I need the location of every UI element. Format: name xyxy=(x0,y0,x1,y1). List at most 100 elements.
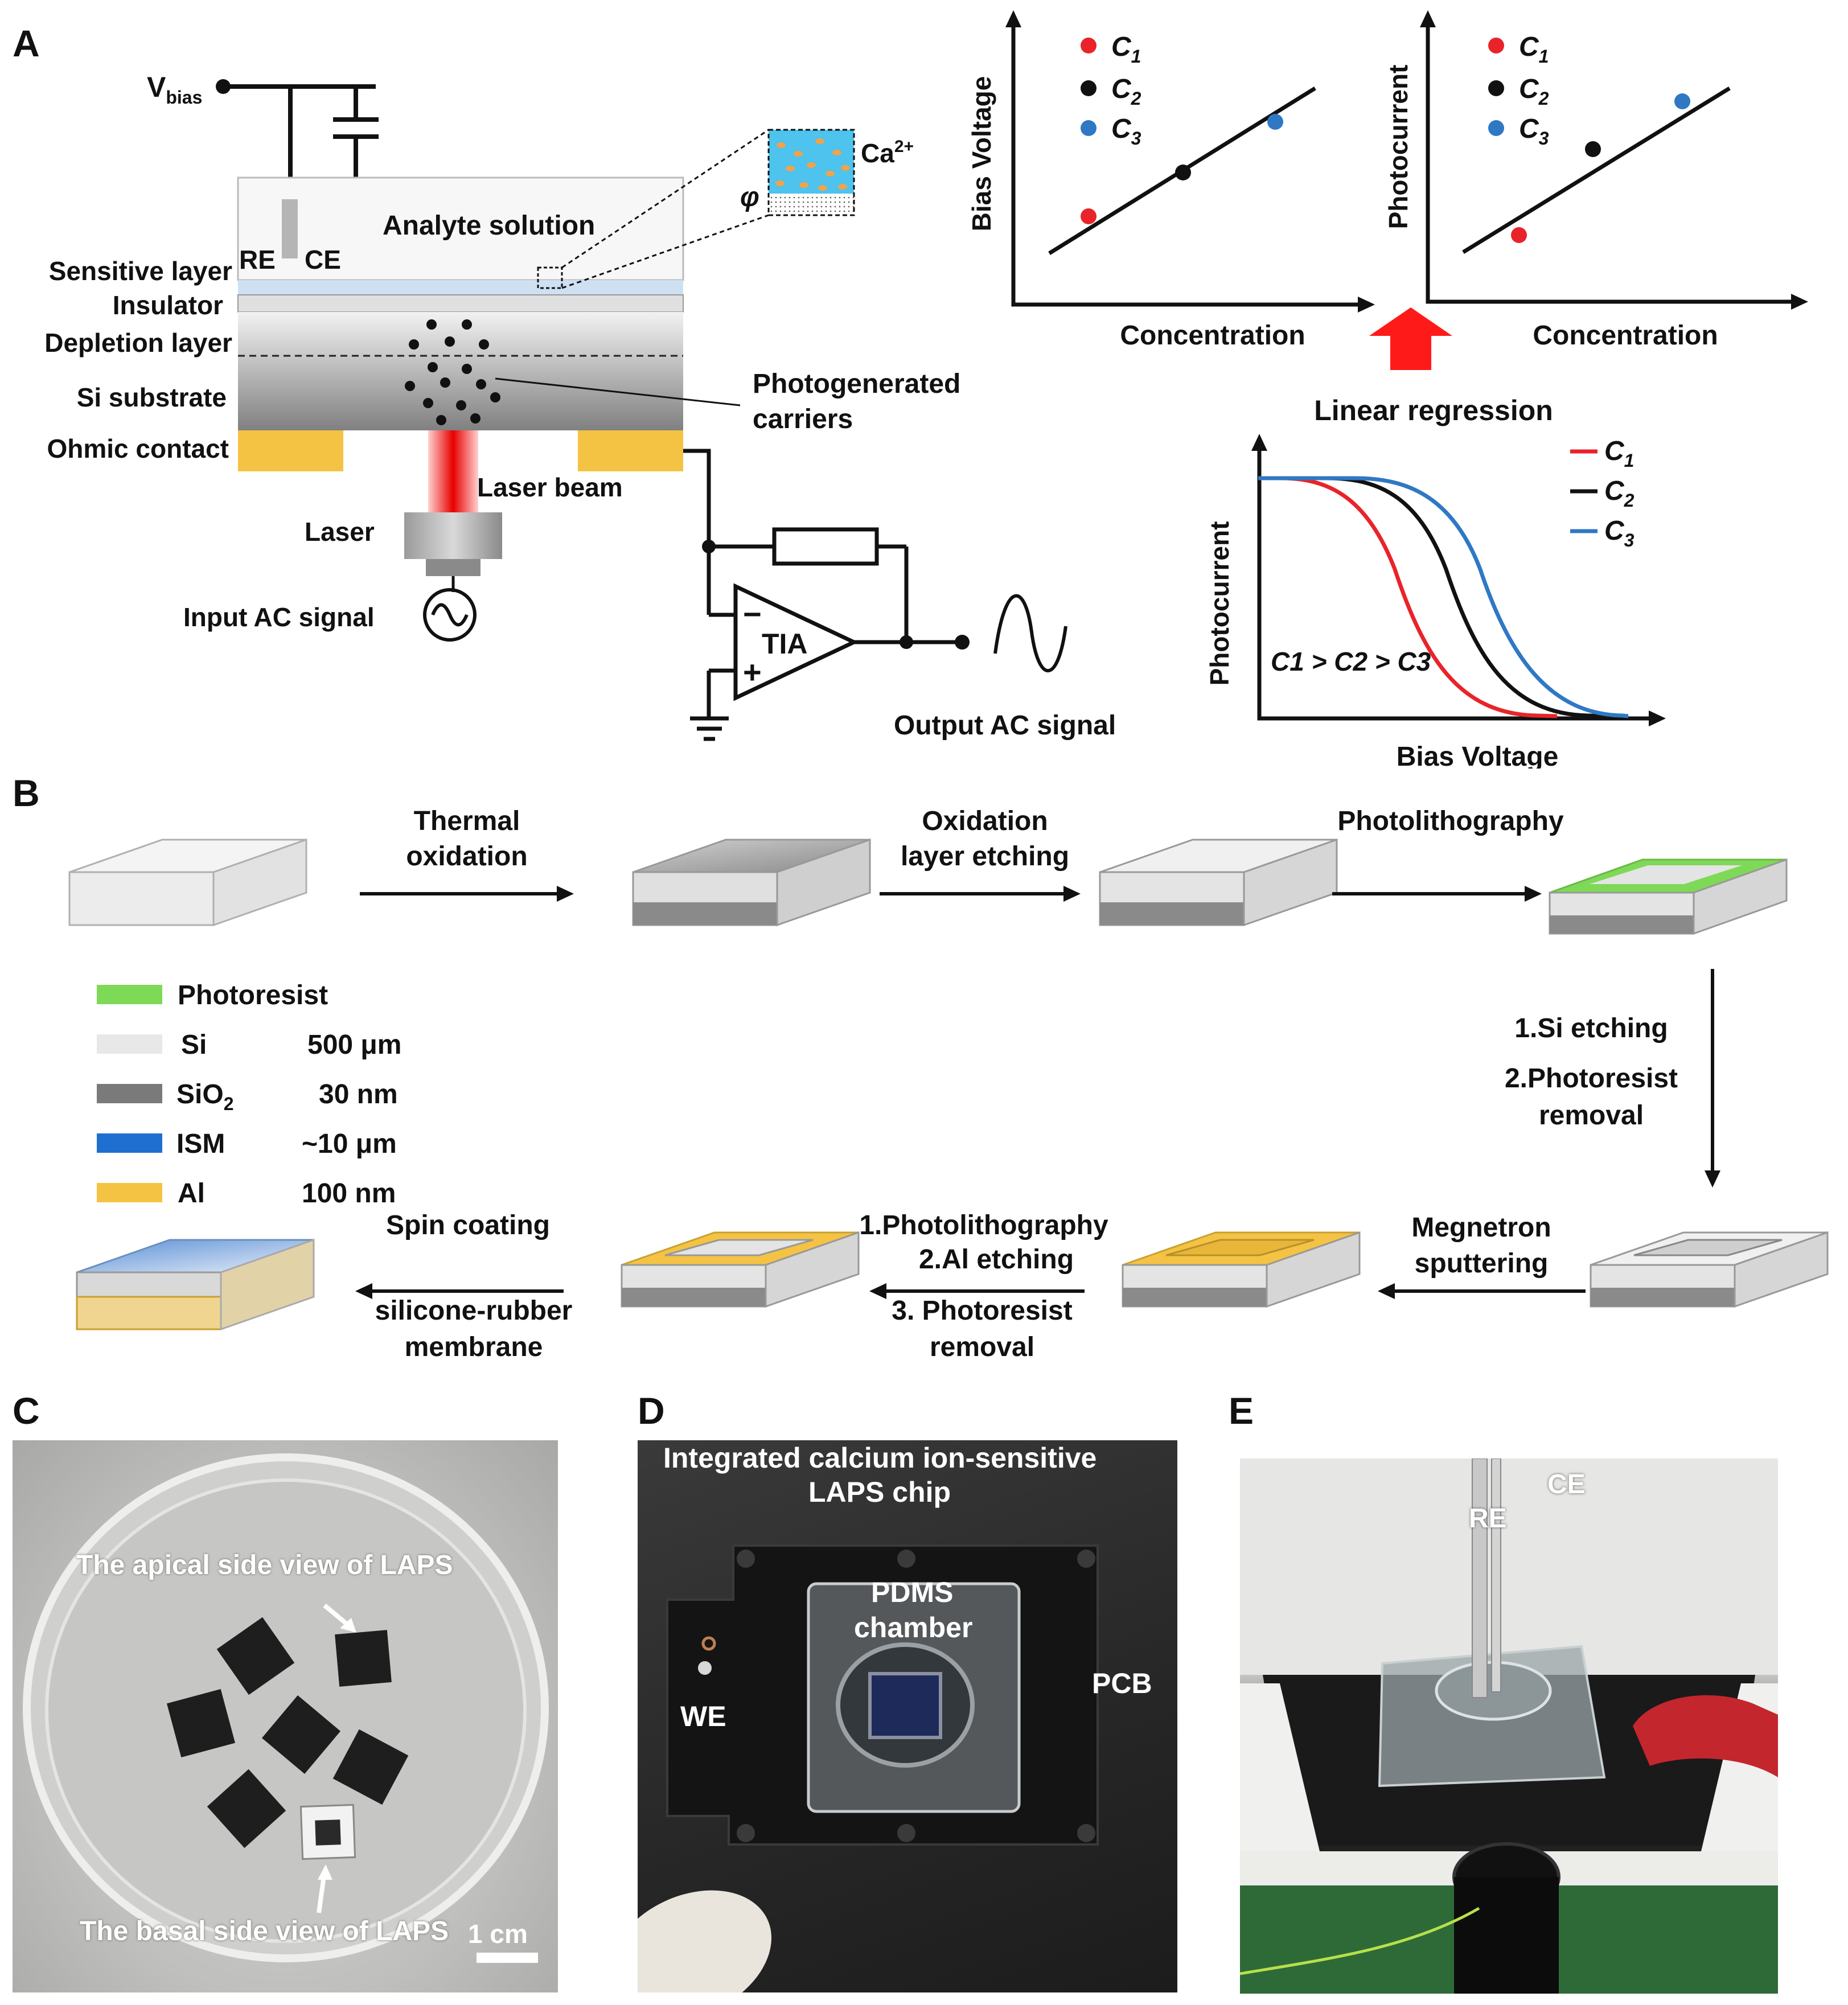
panel-label-b: B xyxy=(13,772,40,814)
step-thermal-oxidation-1: Thermal xyxy=(414,806,520,836)
svg-text:C3: C3 xyxy=(1604,516,1635,550)
svg-text:ISM: ISM xyxy=(176,1129,225,1159)
plot2-xlabel: Concentration xyxy=(1533,321,1718,351)
chip-title-2: LAPS chip xyxy=(808,1476,951,1508)
wafer-al-patterned xyxy=(621,1231,860,1308)
scale-bar xyxy=(477,1953,538,1963)
white-stage-front xyxy=(1240,1683,1320,1851)
step-al-pattern-3: 3. Photoresist xyxy=(892,1296,1072,1326)
calcium-ions xyxy=(775,138,850,191)
layer-label-sensitive: Sensitive layer xyxy=(49,256,232,286)
phi-label: φ xyxy=(740,182,759,212)
pcb-hole-6 xyxy=(1077,1824,1095,1842)
we-pin-2 xyxy=(698,1661,712,1675)
ce-electrode xyxy=(1491,1458,1501,1692)
svg-text:~10 μm: ~10 μm xyxy=(302,1129,397,1159)
laser-label: Laser xyxy=(305,517,375,547)
pcb-label: PCB xyxy=(1092,1667,1152,1699)
panel-e-re-label: RE xyxy=(1469,1503,1507,1534)
ac-source-icon xyxy=(423,588,477,642)
objective-body xyxy=(1454,1877,1559,1994)
panel-label-a: A xyxy=(13,22,40,64)
plot3-axes xyxy=(1257,441,1657,721)
plot1-xlabel: Concentration xyxy=(1120,321,1305,351)
svg-text:C1: C1 xyxy=(1519,32,1549,67)
zoom-line-1 xyxy=(561,129,769,269)
basal-pointer-head xyxy=(318,1864,332,1880)
output-terminal xyxy=(955,635,970,650)
step-spin-coating: Spin coating xyxy=(386,1210,550,1240)
tia-minus: − xyxy=(743,596,762,632)
input-ac-label: Input AC signal xyxy=(183,602,375,632)
tia-label: TIA xyxy=(762,628,808,660)
step-sputtering-2: sputtering xyxy=(1415,1248,1549,1279)
plot3-curve-c3 xyxy=(1258,476,1629,718)
ohmic-contact-left xyxy=(238,430,343,471)
wafer-oxide-etched xyxy=(1099,838,1338,927)
svg-text:100 nm: 100 nm xyxy=(302,1178,396,1209)
red-clip xyxy=(1633,1695,1778,1777)
re-electrode xyxy=(1472,1458,1488,1698)
basal-label: The basal side view of LAPS xyxy=(80,1916,449,1946)
plot2-axes xyxy=(1426,17,1799,304)
layer-label-si: Si substrate xyxy=(77,383,227,412)
svg-text:C1: C1 xyxy=(1111,32,1141,67)
plot1-point-c2 xyxy=(1175,165,1191,180)
plot1-y-arrow xyxy=(1005,10,1021,27)
laser-base xyxy=(426,559,481,576)
calcium-label: Ca2+ xyxy=(861,137,914,168)
ac-source-wave xyxy=(431,603,469,627)
step-thermal-oxidation-2: oxidation xyxy=(406,841,527,872)
plot2-legend: C1 C2 C3 xyxy=(1488,32,1549,149)
step-al-pattern-4: removal xyxy=(930,1332,1034,1362)
svg-text:C3: C3 xyxy=(1111,114,1141,149)
step-membrane-2: membrane xyxy=(405,1332,543,1362)
laps-chip-window xyxy=(868,1672,942,1739)
plot3-legend: C1 C2 C3 xyxy=(1570,436,1635,550)
wafer-al-sputtered xyxy=(1122,1231,1361,1308)
zoom-inset-membrane xyxy=(769,194,854,215)
plot1-ylabel: Bias Voltage xyxy=(967,76,996,232)
apical-label: The apical side view of LAPS xyxy=(76,1550,453,1580)
material-legend: Photoresist Si SiO2 ISM Al 500 μm 30 nm … xyxy=(97,980,401,1209)
plot1-point-c1 xyxy=(1081,208,1097,224)
process-arrows xyxy=(360,892,1714,1293)
step-photoresist-removal-1: 2.Photoresist xyxy=(1505,1063,1678,1094)
si-substrate xyxy=(238,312,683,430)
junction-output xyxy=(900,635,913,649)
panel-e-ce-label: CE xyxy=(1547,1469,1586,1499)
svg-text:30 nm: 30 nm xyxy=(319,1079,398,1110)
glove-finger xyxy=(638,1890,772,1992)
output-ac-label: Output AC signal xyxy=(894,710,1116,741)
ce-label: CE xyxy=(305,245,341,274)
plot2-fit-line xyxy=(1462,87,1731,254)
tia-plus: + xyxy=(743,654,762,690)
we-label: WE xyxy=(680,1700,726,1732)
scale-label: 1 cm xyxy=(468,1919,528,1949)
svg-text:C2: C2 xyxy=(1111,74,1141,109)
layer-label-insulator: Insulator xyxy=(113,290,223,320)
optical-fiber xyxy=(1240,1907,1480,1975)
photo-laps-chip-pcb: Integrated calcium ion-sensitive LAPS ch… xyxy=(638,1440,1177,1992)
svg-text:C2: C2 xyxy=(1519,74,1549,109)
pcb-hole-4 xyxy=(737,1824,755,1842)
step-oxidation-etch-2: layer etching xyxy=(901,841,1069,872)
step-si-etching: 1.Si etching xyxy=(1514,1013,1668,1043)
re-label: RE xyxy=(239,245,276,274)
plot3-relation: C1 > C2 > C3 xyxy=(1271,647,1431,676)
chip-title-1: Integrated calcium ion-sensitive xyxy=(663,1442,1097,1474)
layer-label-ohmic: Ohmic contact xyxy=(47,434,229,463)
svg-text:Photoresist: Photoresist xyxy=(178,980,328,1010)
carriers-pointer xyxy=(495,377,741,406)
svg-text:C1: C1 xyxy=(1604,436,1634,471)
plot2-y-arrow xyxy=(1420,10,1436,27)
plot1-legend: C1 C2 C3 xyxy=(1081,32,1141,149)
linear-regression-label: Linear regression xyxy=(1314,395,1553,426)
step-membrane-1: silicone-rubber xyxy=(375,1296,573,1326)
panel-a-figure: Vbias Ca2+ φ Analyte solution RE CE Sens… xyxy=(44,10,1808,769)
svg-text:Al: Al xyxy=(178,1178,205,1209)
plot3-x-arrow xyxy=(1649,710,1666,726)
plot3-curve-c1 xyxy=(1258,476,1558,718)
wafer-si xyxy=(68,838,307,927)
pcb-hole-5 xyxy=(897,1824,915,1842)
